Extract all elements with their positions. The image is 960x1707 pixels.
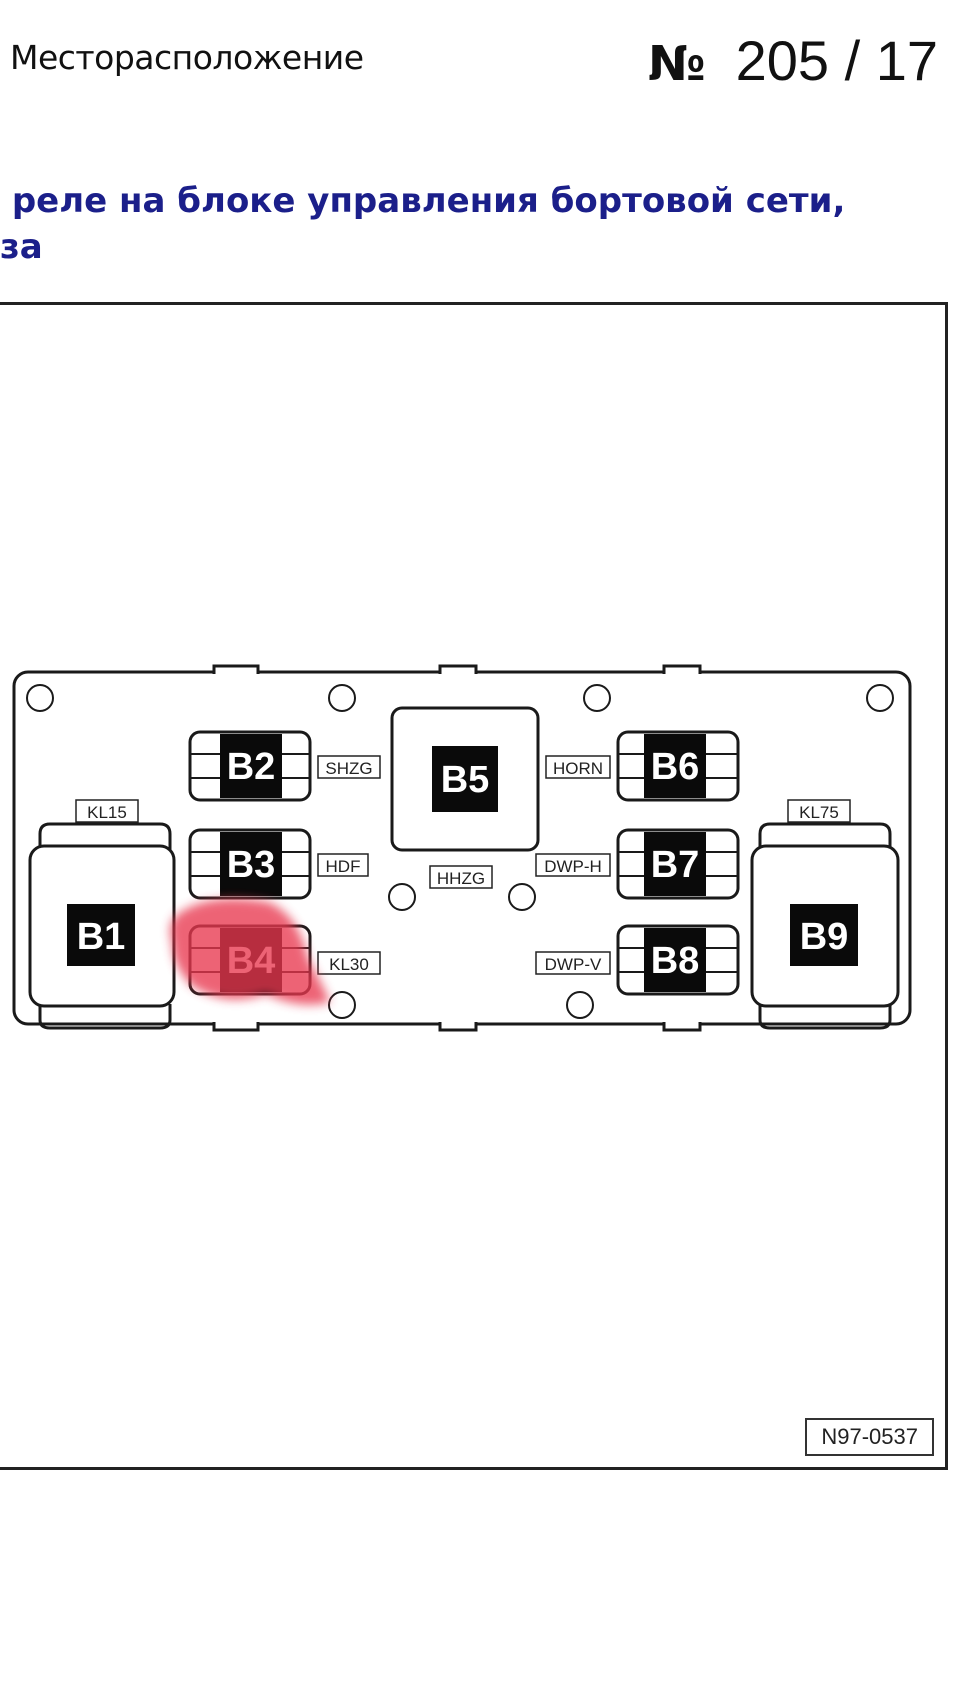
label-kl75: KL75 <box>799 803 839 822</box>
relay-b6: B6 <box>616 730 740 802</box>
label-dwp-h: DWP-H <box>544 857 602 876</box>
relay-panel-diagram: B1 B9 B2 B3 B4 B5 <box>12 664 912 1032</box>
relay-b5-label: B5 <box>441 759 490 801</box>
heading-line-1: реле на блоке управления бортовой сети, <box>0 181 846 221</box>
relay-b1: B1 <box>28 822 176 1030</box>
label-kl15: KL15 <box>87 803 127 822</box>
relay-b3-label: B3 <box>227 844 276 886</box>
relay-b9: B9 <box>750 822 900 1030</box>
label-kl30: KL30 <box>329 955 369 974</box>
label-horn: HORN <box>553 759 603 778</box>
figure-frame <box>0 302 948 1470</box>
relay-b7-label: B7 <box>651 844 700 886</box>
relay-b8: B8 <box>616 924 740 996</box>
page-heading: реле на блоке управления бортовой сети, з… <box>0 178 845 270</box>
relay-b5: B5 <box>390 706 540 852</box>
relay-b8-label: B8 <box>651 940 700 982</box>
relay-b1-label: B1 <box>77 916 126 958</box>
page-number-block: № 205 / 17 <box>648 28 938 93</box>
relay-b6-label: B6 <box>651 746 700 788</box>
number-sign: № <box>647 36 706 92</box>
relay-b9-label: B9 <box>800 916 849 958</box>
relay-b2: B2 <box>188 730 312 802</box>
heading-line-2: за <box>0 227 43 267</box>
relay-b2-label: B2 <box>227 746 276 788</box>
mounting-holes <box>26 684 894 1019</box>
label-hdf: HDF <box>326 857 361 876</box>
mounting-tabs <box>212 664 702 1032</box>
label-shzg: SHZG <box>325 759 372 778</box>
label-hhzg: HHZG <box>437 869 485 888</box>
page-number: 205 / 17 <box>735 29 938 92</box>
label-dwp-v: DWP-V <box>545 955 602 974</box>
relay-b7: B7 <box>616 828 740 900</box>
section-title: Месторасположение <box>10 38 364 77</box>
relay-b3: B3 <box>188 828 312 900</box>
b4-highlight-mark <box>170 898 330 1005</box>
figure-code: N97-0537 <box>805 1418 934 1456</box>
